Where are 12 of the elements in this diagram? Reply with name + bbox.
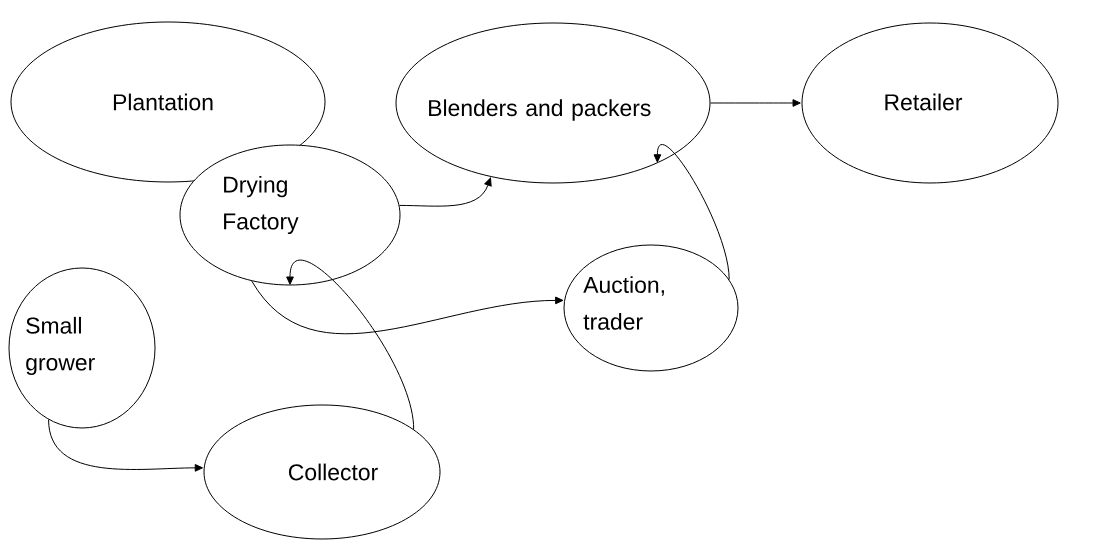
ellipse-node: Drying Factory: [179, 144, 401, 286]
arrow: [653, 144, 730, 281]
arrow: [48, 419, 203, 472]
arrow: [251, 280, 564, 334]
arrow: [710, 99, 801, 107]
arrow: [399, 177, 492, 207]
ellipse-node: Small grower: [8, 267, 156, 429]
arrow: [286, 259, 415, 430]
ellipse-node: Collector: [203, 404, 441, 540]
ellipse-node: Auction, trader: [563, 244, 739, 372]
ellipse-node: Retailer: [801, 22, 1059, 184]
ellipse-node: Blenders and packers: [395, 22, 711, 184]
